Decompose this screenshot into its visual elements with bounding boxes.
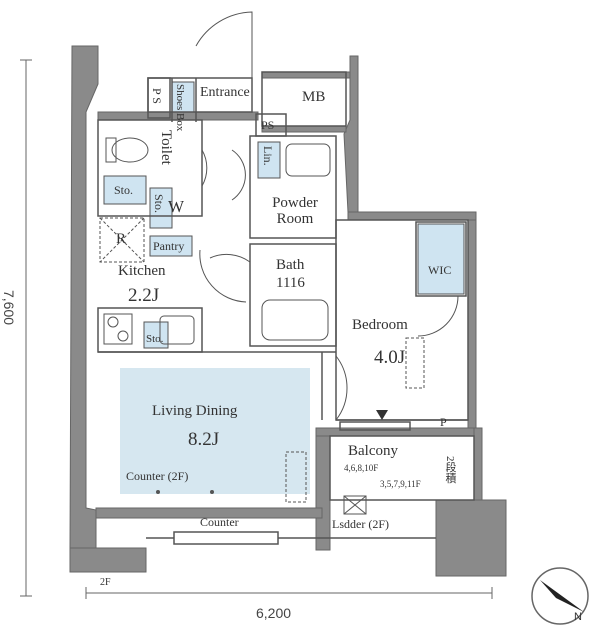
wic-door (417, 295, 459, 337)
wall-balcony-left (315, 429, 331, 551)
wall-bedroom-top (347, 211, 477, 221)
storage-2f-living (285, 451, 307, 503)
ps-mid-label: PS (261, 118, 275, 132)
wall-left (69, 45, 99, 549)
kitchen-door (199, 249, 247, 303)
storage-kitchen-label: Sto. (146, 333, 164, 345)
entrance-label: Entrance (200, 85, 250, 100)
wall-bottom-right-block (435, 499, 507, 577)
wall-balcony-top (315, 427, 483, 437)
ps-top-box (147, 77, 171, 119)
compass-label: N (574, 611, 582, 623)
linen-fill (257, 141, 281, 179)
bathtub (261, 299, 329, 341)
kitchen-size: 2.2J (128, 285, 160, 306)
window-bottom (173, 531, 279, 545)
powder-room-label: Powder Room (272, 195, 318, 227)
bedroom-door (335, 355, 348, 421)
width-dimension: 6,200 (256, 605, 292, 621)
balcony-label: Balcony (348, 443, 398, 459)
toilet-room (97, 119, 203, 217)
dimension-lines (20, 59, 493, 599)
pantry-fill (149, 235, 193, 257)
ps-top-label: P S (150, 88, 164, 104)
wall-right-mid (467, 211, 477, 433)
washer-label: W (168, 197, 185, 216)
sink (159, 315, 195, 345)
washbasin (285, 143, 331, 177)
pantry-label: Pantry (153, 239, 185, 253)
wall-mb-bottom (261, 125, 347, 133)
wic-label: WIC (428, 263, 452, 277)
fridge (99, 217, 145, 263)
bath-label: Bath (276, 257, 305, 273)
linen-label: Lin. (261, 146, 275, 166)
shoes-box-label: Shoes Box (174, 84, 186, 132)
mb-label: MB (302, 89, 326, 105)
counter-label: Counter (200, 515, 239, 529)
wic-room (415, 221, 467, 297)
wic-fill (417, 223, 465, 295)
bedroom-size: 4.0J (374, 347, 406, 368)
note-2f-label: 2F (100, 577, 111, 588)
balcony-area (329, 435, 475, 501)
living-dining-floor (120, 368, 310, 494)
window-balcony (339, 421, 411, 431)
bath-door (209, 253, 251, 263)
storage-w-fill (149, 187, 173, 229)
toilet-door (201, 149, 208, 187)
wall-balcony-right (473, 427, 483, 501)
balcony-hatch (343, 495, 367, 515)
compass-icon (531, 567, 589, 625)
powder-door (231, 149, 246, 201)
ladder-label: Lsdder (2F) (332, 517, 389, 531)
wall-left-bottom (69, 547, 147, 573)
two-stage-label: 2段積 (444, 456, 456, 484)
powder-room (249, 135, 337, 239)
balcony-floors-a: 4,6,8,10F (344, 463, 379, 473)
entrance-door (195, 11, 253, 78)
toilet-label: Toilet (158, 130, 174, 165)
toilet-bowl (111, 137, 149, 163)
living-dining-size: 8.2J (188, 429, 220, 450)
bath-size: 1116 (276, 275, 305, 291)
storage-toilet-fill (103, 175, 147, 205)
sash-marker (376, 410, 388, 420)
living-dining-label: Living Dining (152, 403, 238, 419)
wall-bottom (95, 507, 323, 519)
storage-2f-bedroom (405, 337, 425, 389)
storage-toilet-label: Sto. (114, 183, 134, 197)
bedroom-label: Bedroom (352, 317, 408, 333)
ps-balcony-label: P (440, 415, 447, 429)
height-dimension: 7,600 (1, 290, 17, 326)
wall-mb-top (261, 71, 351, 79)
mb-box (261, 71, 347, 127)
refrigerator-label: R (116, 231, 127, 247)
stove (103, 313, 133, 345)
counter-2f-label: Counter (2F) (126, 469, 189, 483)
storage-w-label: Sto. (152, 194, 166, 214)
kitchen-label: Kitchen (118, 263, 166, 279)
balcony-floors-b: 3,5,7,9,11F (380, 479, 421, 489)
